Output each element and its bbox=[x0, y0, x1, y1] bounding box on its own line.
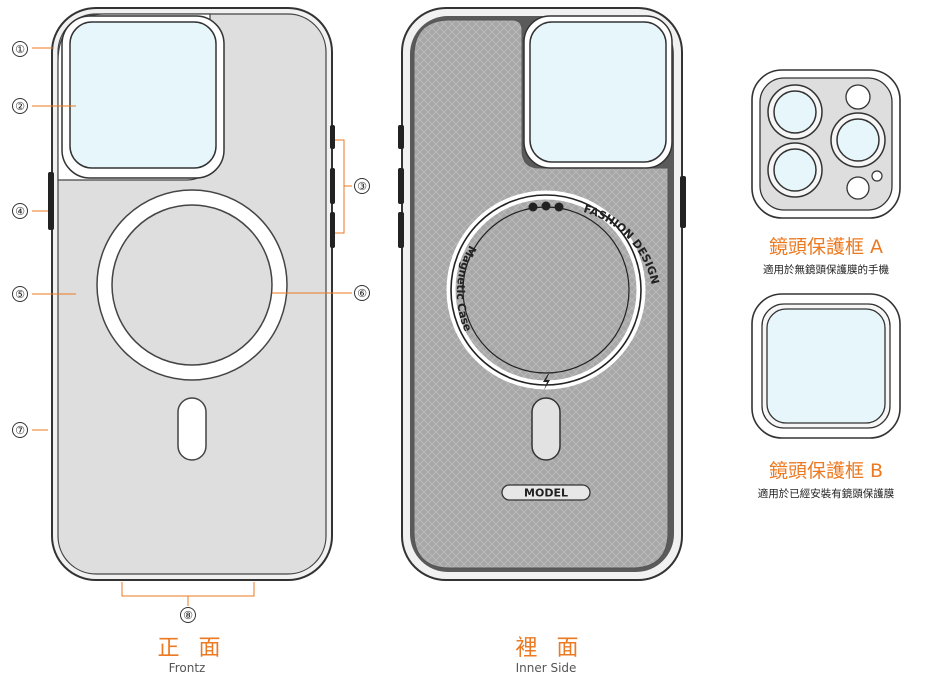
front-right-button-1 bbox=[330, 125, 335, 149]
front-magsafe-ring-inner bbox=[111, 204, 273, 366]
callout-2: ② bbox=[12, 98, 28, 114]
front-right-button-3 bbox=[330, 212, 335, 248]
inner-fabric-lining bbox=[413, 19, 669, 569]
guard-b-lens-window bbox=[766, 308, 886, 424]
front-title: 正 面 bbox=[157, 636, 227, 661]
front-alignment-slot bbox=[177, 397, 207, 461]
guard-a-sensor bbox=[871, 170, 883, 182]
front-camera-lens-window bbox=[69, 21, 217, 169]
callout-6: ⑥ bbox=[354, 285, 370, 301]
ring-dot-2 bbox=[541, 201, 551, 211]
inner-title: 裡 面 bbox=[515, 636, 585, 661]
lens-guard-b bbox=[751, 293, 901, 439]
inner-camera-lens-window bbox=[529, 21, 667, 163]
callout-4: ④ bbox=[12, 203, 28, 219]
model-badge bbox=[501, 484, 591, 501]
front-callout-lines bbox=[32, 47, 352, 606]
front-case bbox=[48, 7, 335, 581]
callout-7: ⑦ bbox=[12, 422, 28, 438]
lightning-icon bbox=[543, 374, 550, 390]
callout-5: ⑤ bbox=[12, 286, 28, 302]
guard-b-title: 鏡頭保護框 B bbox=[768, 460, 884, 482]
guard-a-title: 鏡頭保護框 A bbox=[768, 236, 884, 258]
inner-left-button-3 bbox=[398, 212, 404, 248]
front-left-button bbox=[48, 172, 54, 230]
inner-left-button-1 bbox=[398, 125, 404, 149]
front-right-button-2 bbox=[330, 168, 335, 204]
guard-a-flash bbox=[845, 84, 871, 110]
inner-case: FASHION DESIGN Magnetic Case MODEL bbox=[398, 7, 686, 581]
guard-a-mic bbox=[846, 176, 870, 200]
inner-alignment-slot bbox=[531, 397, 561, 461]
ring-dot-3 bbox=[554, 202, 564, 212]
inner-subtitle: Inner Side bbox=[515, 661, 577, 675]
inner-left-button-2 bbox=[398, 168, 404, 204]
callout-3: ③ bbox=[354, 178, 370, 194]
ring-dot-1 bbox=[528, 202, 538, 212]
callout-1: ① bbox=[12, 41, 28, 57]
model-label: MODEL bbox=[524, 487, 568, 500]
inner-right-button bbox=[680, 176, 686, 228]
lens-guard-a bbox=[751, 69, 901, 219]
front-subtitle: Frontz bbox=[168, 661, 206, 675]
guard-b-subtitle: 適用於已經安裝有鏡頭保護膜 bbox=[757, 488, 895, 500]
callout-8: ⑧ bbox=[180, 607, 196, 623]
guard-a-subtitle: 適用於無鏡頭保護膜的手機 bbox=[763, 264, 889, 276]
